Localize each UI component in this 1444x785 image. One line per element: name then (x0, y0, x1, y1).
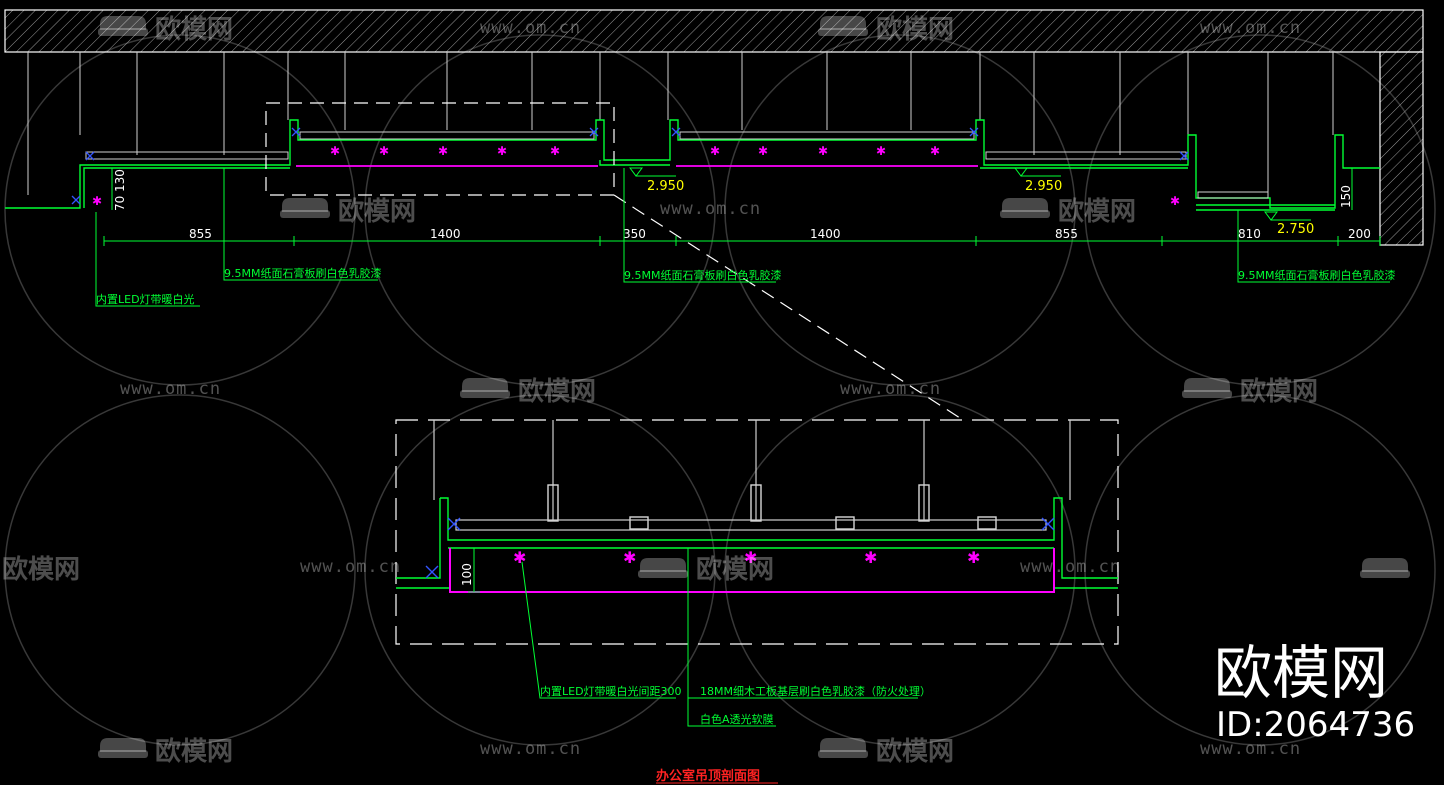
detail-hanger-clips (547, 484, 997, 530)
callout-box-top (265, 102, 961, 419)
wm-url-1: www.om.cn (480, 18, 581, 38)
wm-url-7: www.om.cn (1020, 557, 1121, 577)
detail-x-marks (425, 517, 1055, 579)
wm-url-9: www.om.cn (1200, 739, 1301, 759)
wm-logo-7: 欧模网 (2, 554, 80, 585)
note-soft-film: 白色A透光软膜 (700, 712, 774, 726)
dim-100: 100 (460, 563, 474, 586)
dimension-labels: 855 1400 350 1400 855 810 200 70 130 150 (113, 169, 1371, 241)
dim-70: 70 (113, 196, 127, 211)
svg-text:✱: ✱ (550, 144, 560, 158)
wm-url-2: www.om.cn (1200, 18, 1301, 38)
level-markers: 2.950 2.950 2.750 (629, 167, 1314, 237)
wm-logo-3: 欧模网 (338, 196, 416, 227)
concrete-slab (4, 9, 1424, 246)
level-2950-right: 2.950 (1025, 179, 1062, 194)
dim-350: 350 (623, 227, 646, 241)
level-2950-mid: 2.950 (647, 179, 684, 194)
svg-text:✱: ✱ (758, 144, 768, 158)
wm-url-4: www.om.cn (120, 379, 221, 399)
detail-hangers (433, 420, 1071, 520)
note-gypsum-left: 9.5MM纸面石膏板刷白色乳胶漆 (224, 266, 381, 280)
svg-text:✱: ✱ (744, 548, 757, 567)
detail-runner (455, 519, 1047, 531)
watermark-overlay: 欧模网 www.om.cn 欧模网 www.om.cn 欧模网 www.om.c… (2, 14, 1410, 767)
svg-text:✱: ✱ (1170, 194, 1180, 208)
svg-text:✱: ✱ (438, 144, 448, 158)
wm-url-6: www.om.cn (300, 557, 401, 577)
svg-text:✱: ✱ (864, 548, 877, 567)
svg-text:✱: ✱ (710, 144, 720, 158)
dim-1400-right: 1400 (810, 227, 841, 241)
dim-200: 200 (1348, 227, 1371, 241)
drawing-title: 办公室吊顶剖面图 (656, 768, 760, 784)
wm-url-8: www.om.cn (480, 739, 581, 759)
wm-logo-2: 欧模网 (876, 14, 954, 45)
svg-text:✱: ✱ (92, 194, 102, 208)
wm-url-5: www.om.cn (840, 379, 941, 399)
ceiling-profile (5, 119, 1380, 211)
dimension-lines (103, 168, 1381, 246)
note-wood-base: 18MM细木工板基层刷白色乳胶漆（防火处理） (700, 684, 931, 698)
svg-text:✱: ✱ (967, 548, 980, 567)
level-2750: 2.750 (1277, 222, 1314, 237)
detail-dim (468, 547, 480, 593)
dim-855-right: 855 (1055, 227, 1078, 241)
wm-logo-8: 欧模网 (696, 554, 774, 585)
wm-logo-5: 欧模网 (518, 376, 596, 407)
detail-led-fixtures: ✱ ✱ ✱ ✱ ✱ (513, 548, 980, 567)
wm-logo-9: 欧模网 (155, 736, 233, 767)
led-fixtures-top: ✱ ✱ ✱ ✱ ✱ ✱ ✱ ✱ ✱ ✱ ✱ ✱ (92, 144, 1180, 208)
leaders-detail (521, 548, 918, 727)
dim-1400-left: 1400 (430, 227, 461, 241)
note-gypsum-mid: 9.5MM纸面石膏板刷白色乳胶漆 (624, 268, 781, 282)
leaders-top (95, 168, 1390, 307)
callout-box-detail (395, 419, 1119, 645)
svg-text:✱: ✱ (876, 144, 886, 158)
svg-text:✱: ✱ (623, 548, 636, 567)
detail-soft-film (449, 548, 1055, 593)
svg-text:✱: ✱ (379, 144, 389, 158)
wm-logo-6: 欧模网 (1240, 376, 1318, 407)
wm-url-3: www.om.cn (660, 199, 761, 219)
svg-text:✱: ✱ (513, 548, 526, 567)
wm-logo-4: 欧模网 (1058, 196, 1136, 227)
note-led-strip: 内置LED灯带暖白光 (96, 292, 195, 306)
detail-structure (396, 497, 1118, 589)
svg-text:✱: ✱ (818, 144, 828, 158)
svg-text:✱: ✱ (930, 144, 940, 158)
svg-text:✱: ✱ (330, 144, 340, 158)
wm-logo-1: 欧模网 (155, 14, 233, 45)
dim-855-left: 855 (189, 227, 212, 241)
brand-id: ID:2064736 (1216, 705, 1415, 745)
dim-150: 150 (1339, 185, 1353, 208)
x-marks (71, 127, 1189, 205)
wm-logo-10: 欧模网 (876, 736, 954, 767)
hanger-rods (27, 52, 1334, 195)
dim-810: 810 (1238, 227, 1261, 241)
brand-logo: 欧模网 (1214, 639, 1388, 707)
dim-130: 130 (113, 169, 127, 192)
svg-text:✱: ✱ (497, 144, 507, 158)
note-led-spacing: 内置LED灯带暖白光间距300 (540, 684, 682, 698)
note-gypsum-right: 9.5MM纸面石膏板刷白色乳胶漆 (1238, 268, 1395, 282)
